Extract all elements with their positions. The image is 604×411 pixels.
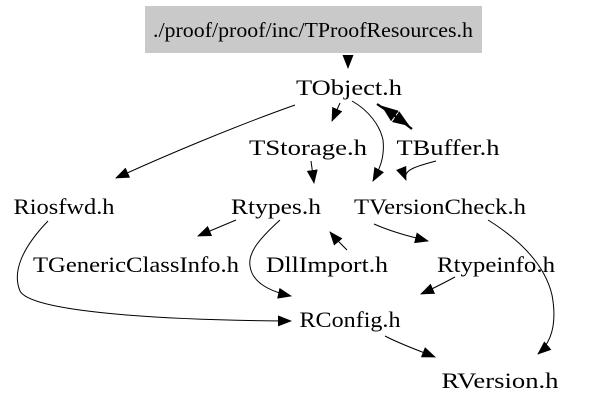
node-tobject[interactable]: TObject.h	[296, 75, 402, 100]
edge-tversioncheck-to-rtypeinfo-arrow	[373, 223, 429, 244]
edge-tobject-to-tstorage-arrow	[331, 102, 343, 122]
edge-rconfig-to-rversion-arrow	[384, 335, 436, 358]
edge-riosfwd-to-rconfig-arrow	[16, 220, 292, 327]
node-tversioncheck-sibling-rtypes[interactable]: Rtypes.h	[231, 194, 321, 219]
edge-tobject-to-tversioncheck-arrow	[351, 100, 385, 182]
node-tgenericclassinfo[interactable]: TGenericClassInfo.h	[33, 252, 239, 277]
node-dllimport[interactable]: DllImport.h	[266, 252, 388, 277]
root-node-box	[145, 6, 482, 53]
edge-tstorage-to-rtypes-arrow	[306, 160, 318, 184]
edge-rtypes-to-tgenericclassinfo-arrow	[197, 219, 237, 237]
edge-tbuffer-to-tobject-arrow	[381, 105, 413, 130]
node-tversioncheck[interactable]: TVersionCheck.h	[354, 194, 526, 219]
node-rversion[interactable]: RVersion.h	[442, 368, 559, 393]
node-root: ./proof/proof/inc/TProofResources.h	[145, 6, 482, 53]
node-tstorage[interactable]: TStorage.h	[249, 135, 367, 160]
edge-dllimport-to-rtypes-arrow	[329, 231, 348, 251]
edge-rtypeinfo-to-rconfig-arrow	[420, 276, 456, 295]
node-tbuffer[interactable]: TBuffer.h	[397, 135, 500, 160]
root-node-label: ./proof/proof/inc/TProofResources.h	[153, 18, 474, 42]
edge-tobject-to-riosfwd-arrow	[115, 104, 296, 179]
node-rconfig[interactable]: RConfig.h	[300, 307, 401, 332]
edge-tbuffer-to-tversioncheck-arrow	[396, 160, 437, 181]
edge-tversioncheck-to-rversion-arrow	[487, 219, 555, 355]
edge-rtypes-to-rconfig-arrow	[249, 219, 292, 299]
node-riosfwd[interactable]: Riosfwd.h	[14, 194, 115, 219]
node-rtypeinfo[interactable]: Rtypeinfo.h	[437, 252, 555, 277]
